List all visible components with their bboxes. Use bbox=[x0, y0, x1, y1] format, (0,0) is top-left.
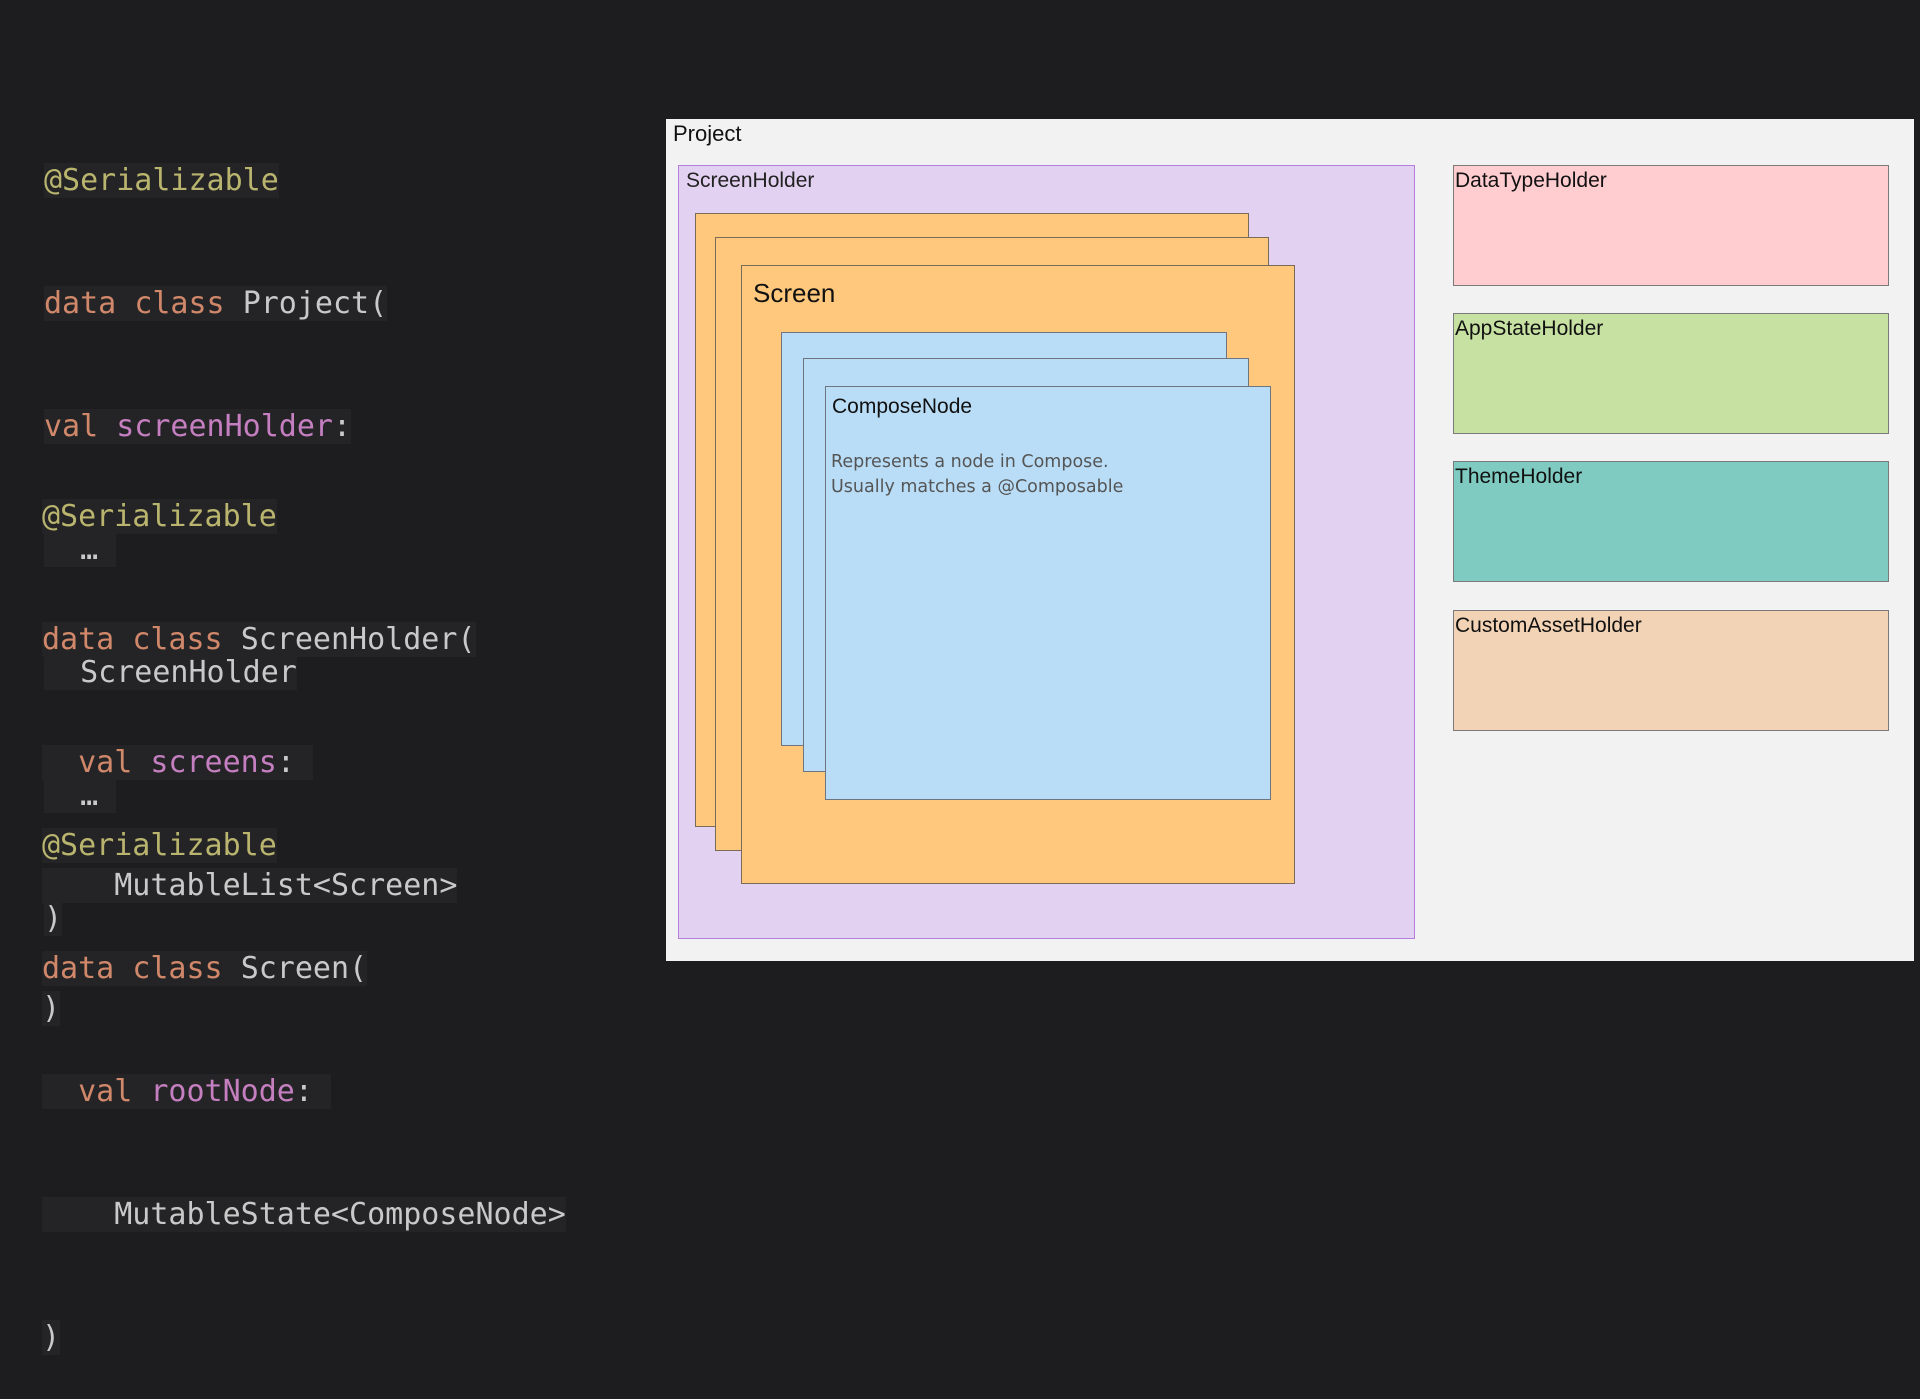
keyword-token: class bbox=[134, 286, 225, 321]
code-line: @Serializable bbox=[42, 825, 566, 866]
screen-holder-label: ScreenHolder bbox=[686, 169, 815, 192]
project-container: Project ScreenHolder Screen ComposeNode … bbox=[666, 119, 1914, 961]
ellipsis-token: … bbox=[80, 778, 99, 813]
data-type-holder-label: DataTypeHolder bbox=[1455, 169, 1607, 192]
code-line: ) bbox=[42, 1317, 566, 1358]
theme-holder-box: ThemeHolder bbox=[1453, 461, 1889, 582]
custom-asset-holder-label: CustomAssetHolder bbox=[1455, 614, 1642, 637]
class-name-token: ScreenHolder( bbox=[240, 622, 476, 657]
code-line: data class Project( bbox=[44, 283, 388, 324]
code-line: ) bbox=[42, 988, 476, 1029]
punctuation-token: : bbox=[333, 409, 352, 444]
code-block-screen-holder: @Serializable data class ScreenHolder( v… bbox=[42, 414, 476, 1070]
type-token: MutableList<Screen> bbox=[114, 868, 458, 903]
keyword-token: data bbox=[44, 286, 117, 321]
punctuation-token: ) bbox=[42, 991, 61, 1026]
data-type-holder-box: DataTypeHolder bbox=[1453, 165, 1889, 286]
screen-holder-container: ScreenHolder Screen ComposeNode Represen… bbox=[678, 165, 1415, 939]
punctuation-token: : bbox=[276, 745, 295, 780]
app-state-holder-box: AppStateHolder bbox=[1453, 313, 1889, 434]
ellipsis-token: … bbox=[80, 532, 99, 567]
code-line: … bbox=[44, 775, 387, 816]
code-line: data class Screen( bbox=[42, 948, 566, 989]
property-token: rootNode bbox=[150, 1074, 295, 1109]
keyword-token: val bbox=[78, 1074, 133, 1109]
code-line: MutableState<ComposeNode> bbox=[42, 1194, 566, 1235]
annotation-token: @Serializable bbox=[42, 828, 277, 863]
property-token: screens bbox=[150, 745, 277, 780]
keyword-token: val bbox=[44, 409, 99, 444]
property-token: screenHolder bbox=[116, 409, 333, 444]
keyword-token: class bbox=[132, 622, 223, 657]
code-block-screen: @Serializable data class Screen( val roo… bbox=[42, 743, 566, 1399]
compose-node-description: Represents a node in Compose. Usually ma… bbox=[831, 450, 1123, 500]
keyword-token: class bbox=[132, 951, 223, 986]
project-label: Project bbox=[673, 121, 742, 146]
code-line: ScreenHolder bbox=[44, 652, 387, 693]
keyword-token: data bbox=[42, 622, 115, 657]
annotation-token: @Serializable bbox=[42, 499, 277, 534]
compose-node-description-line: Usually matches a @Composable bbox=[831, 477, 1124, 497]
class-name-token: Project( bbox=[242, 286, 388, 321]
compose-node-card-front: ComposeNode Represents a node in Compose… bbox=[825, 386, 1271, 800]
app-state-holder-label: AppStateHolder bbox=[1455, 317, 1604, 340]
keyword-token: val bbox=[78, 745, 133, 780]
punctuation-token: ) bbox=[44, 901, 63, 936]
code-line: @Serializable bbox=[44, 160, 387, 201]
punctuation-token: ) bbox=[42, 1320, 61, 1355]
compose-node-description-line: Represents a node in Compose. bbox=[831, 452, 1109, 472]
code-line: val rootNode: bbox=[42, 1071, 566, 1112]
compose-node-label: ComposeNode bbox=[832, 395, 973, 418]
code-line: val screens: bbox=[42, 742, 476, 783]
screen-card-front: Screen ComposeNode Represents a node in … bbox=[741, 265, 1295, 884]
code-line: @Serializable bbox=[42, 496, 476, 537]
type-token: ScreenHolder bbox=[80, 655, 297, 690]
code-line: … bbox=[44, 529, 387, 570]
code-line: data class ScreenHolder( bbox=[42, 619, 476, 660]
code-line: val screenHolder: bbox=[44, 406, 387, 447]
screen-label: Screen bbox=[753, 278, 836, 308]
theme-holder-label: ThemeHolder bbox=[1455, 465, 1583, 488]
custom-asset-holder-box: CustomAssetHolder bbox=[1453, 610, 1889, 731]
keyword-token: data bbox=[42, 951, 115, 986]
type-token: MutableState<ComposeNode> bbox=[114, 1197, 566, 1232]
class-name-token: Screen( bbox=[240, 951, 368, 986]
punctuation-token: : bbox=[294, 1074, 313, 1109]
code-block-project: @Serializable data class Project( val sc… bbox=[44, 78, 388, 980]
annotation-token: @Serializable bbox=[44, 163, 279, 198]
code-line: ) bbox=[44, 898, 387, 939]
code-line: MutableList<Screen> bbox=[42, 865, 476, 906]
